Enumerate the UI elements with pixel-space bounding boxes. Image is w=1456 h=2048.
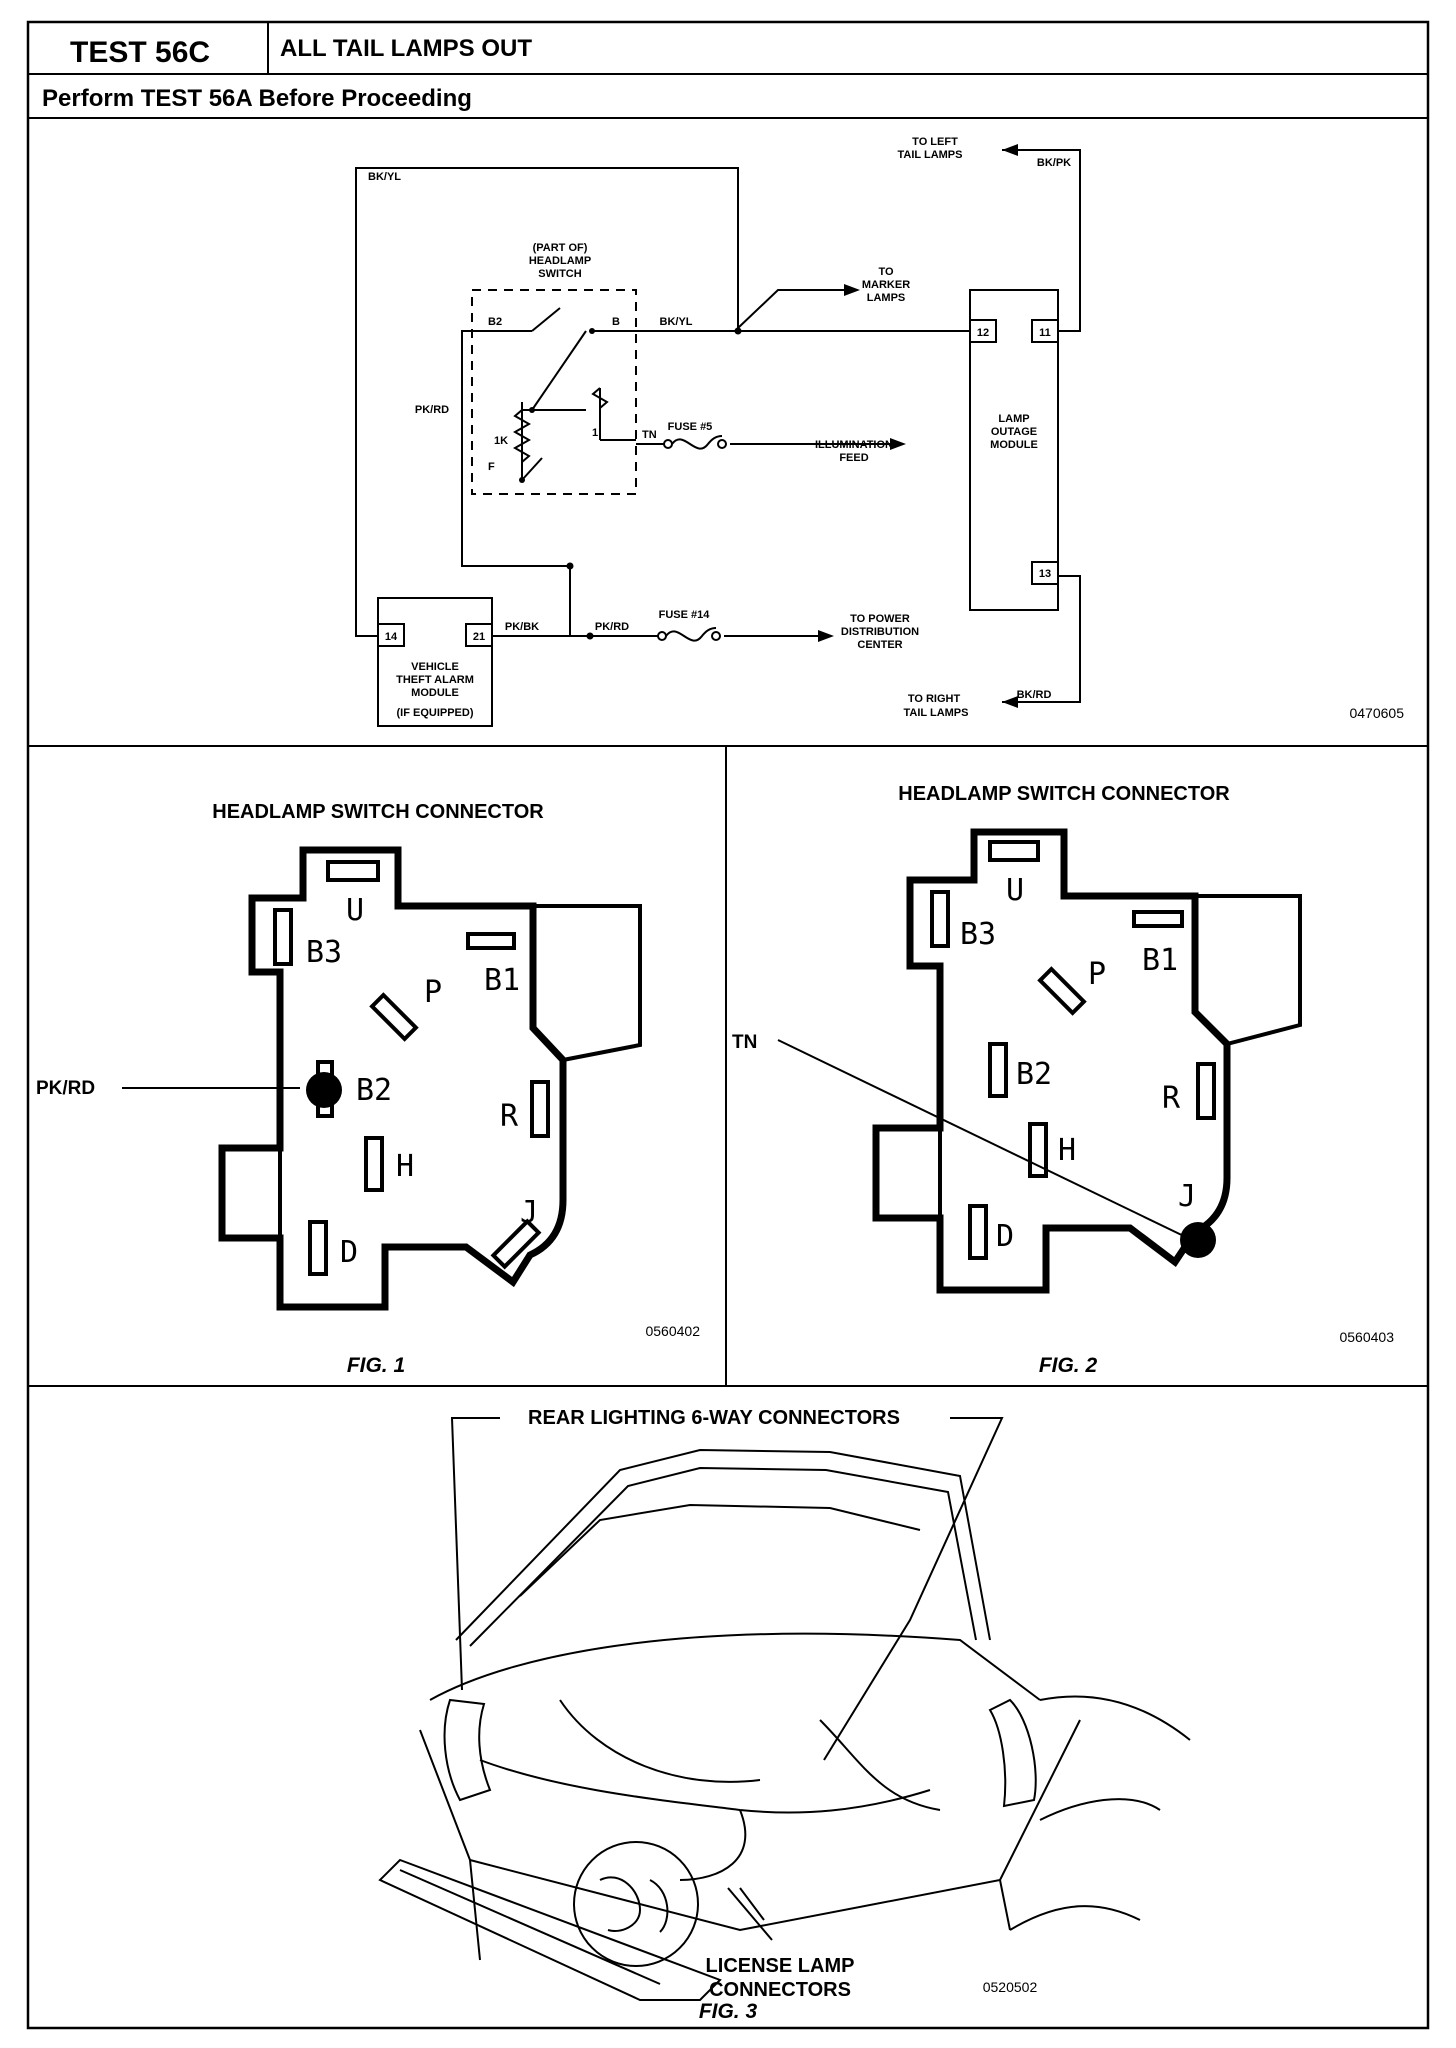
pin-h-label: H [1058, 1133, 1076, 1168]
pin-p-label: P [1088, 957, 1106, 992]
wire-label: BK/RD [1017, 689, 1052, 701]
fig1-connector-diagram: HEADLAMP SWITCH CONNECTOR U B3 B1 P B2 R [36, 801, 700, 1377]
resistor-label: F [488, 461, 495, 473]
b2-pin-highlight [306, 1072, 342, 1108]
resistor-label: 1K [494, 435, 508, 447]
precondition-text: Perform TEST 56A Before Proceeding [42, 85, 472, 112]
fig2-connector-diagram: HEADLAMP SWITCH CONNECTOR U B3 B1 P B2 R… [732, 783, 1394, 1377]
fig1-code: 0560402 [645, 1323, 700, 1339]
fig3-callout-bottom: CONNECTORS [709, 1979, 851, 2001]
fuse-label: FUSE #14 [659, 609, 711, 621]
pin-label: 13 [1039, 568, 1051, 580]
headlamp-switch-label: (PART OF) [533, 242, 588, 254]
wire-label: BK/PK [1037, 157, 1071, 169]
j-pin-highlight [1180, 1222, 1216, 1258]
pin-d-label: D [996, 1219, 1014, 1254]
to-left-tail-lamps-label: TO LEFT [912, 136, 958, 148]
wire-label: BK/YL [660, 316, 693, 328]
wire-label: PK/RD [595, 621, 629, 633]
fuse-label: FUSE #5 [668, 421, 713, 433]
theft-alarm-module-label: VEHICLE [411, 661, 459, 673]
illumination-feed-label: FEED [839, 452, 868, 464]
fig1-callout: PK/RD [36, 1078, 95, 1099]
fig2-title: HEADLAMP SWITCH CONNECTOR [898, 783, 1230, 805]
fig1-title: HEADLAMP SWITCH CONNECTOR [212, 801, 544, 823]
pin-label: 12 [977, 327, 989, 339]
pin-b1-label: B1 [484, 963, 520, 998]
wire-label: BK/YL [368, 171, 401, 183]
pin-label: B2 [488, 316, 502, 328]
pin-b3-label: B3 [306, 935, 342, 970]
to-right-tail-lamps-label: TAIL LAMPS [904, 707, 969, 719]
resistor-label: 1 [592, 427, 598, 439]
pin-b1-label: B1 [1142, 943, 1178, 978]
fig3-callout-top: REAR LIGHTING 6-WAY CONNECTORS [528, 1407, 900, 1429]
fig3-code: 0520502 [983, 1979, 1038, 1995]
to-right-tail-lamps-label: TO RIGHT [908, 693, 961, 705]
fig3-trunk-illustration: REAR LIGHTING 6-WAY CONNECTORS [378, 1407, 1191, 2023]
pin-b2-label: B2 [1016, 1057, 1052, 1092]
pin-b3-label: B3 [960, 917, 996, 952]
fig1-caption: FIG. 1 [347, 1354, 405, 1377]
pin-r-label: R [500, 1099, 519, 1134]
pin-u-label: U [1006, 873, 1024, 908]
theft-alarm-module-label: MODULE [411, 687, 459, 699]
lamp-outage-module-label: LAMP [998, 413, 1029, 425]
theft-alarm-module-label: THEFT ALARM [396, 674, 474, 686]
fig3-callout-bottom: LICENSE LAMP [706, 1955, 855, 1977]
headlamp-switch-label: SWITCH [538, 268, 581, 280]
wire-label: PK/RD [415, 404, 449, 416]
fig2-caption: FIG. 2 [1039, 1354, 1098, 1377]
fig2-callout: TN [732, 1032, 757, 1053]
wire-label: TN [642, 429, 657, 441]
theft-alarm-module-label: (IF EQUIPPED) [396, 707, 473, 719]
to-marker-lamps-label: MARKER [862, 279, 910, 291]
test-id: TEST 56C [70, 36, 210, 69]
pin-p-label: P [424, 975, 442, 1010]
to-marker-lamps-label: TO [878, 266, 894, 278]
pin-u-label: U [346, 893, 364, 928]
wiring-schematic: TO LEFT TAIL LAMPS BK/PK BK/YL (PART OF)… [355, 136, 1404, 727]
illumination-feed-label: ILLUMINATION [815, 439, 893, 451]
pin-label: 11 [1039, 327, 1051, 339]
pin-b2-label: B2 [356, 1073, 392, 1108]
figure-code: 0470605 [1349, 705, 1404, 721]
lamp-outage-module-label: MODULE [990, 439, 1038, 451]
fig2-code: 0560403 [1339, 1329, 1394, 1345]
pin-r-label: R [1162, 1081, 1181, 1116]
pin-j-label: J [1178, 1179, 1196, 1214]
to-power-distribution-label: CENTER [857, 639, 902, 651]
pin-label: B [612, 316, 620, 328]
fig3-caption: FIG. 3 [699, 2000, 758, 2023]
pin-j-label: J [520, 1195, 538, 1230]
headlamp-switch-label: HEADLAMP [529, 255, 591, 267]
pin-label: 14 [385, 631, 398, 643]
test-title: ALL TAIL LAMPS OUT [280, 35, 532, 62]
to-power-distribution-label: TO POWER [850, 613, 910, 625]
lamp-outage-module-label: OUTAGE [991, 426, 1037, 438]
to-power-distribution-label: DISTRIBUTION [841, 626, 919, 638]
to-marker-lamps-label: LAMPS [867, 292, 906, 304]
pin-d-label: D [340, 1235, 358, 1270]
pin-label: 21 [473, 631, 485, 643]
wire-label: PK/BK [505, 621, 539, 633]
to-left-tail-lamps-label: TAIL LAMPS [898, 149, 963, 161]
pin-h-label: H [396, 1149, 414, 1184]
page-frame [26, 20, 1430, 2030]
